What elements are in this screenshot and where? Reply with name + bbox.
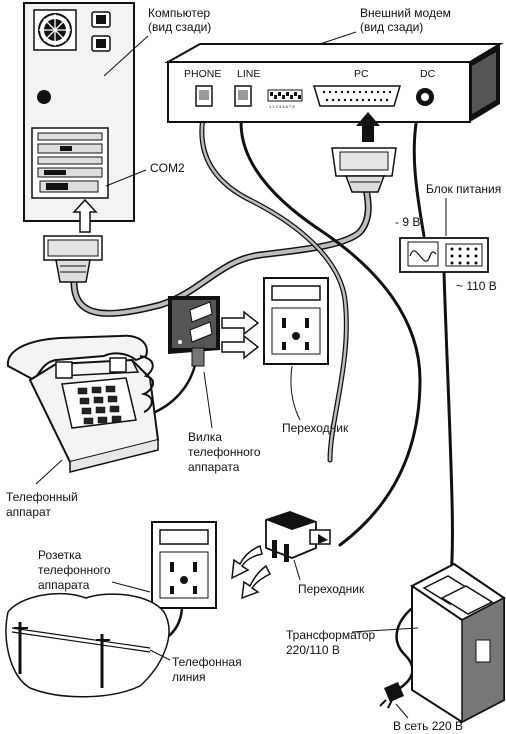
phone-plug: Вилка телефонного аппарата [168, 296, 264, 474]
mains-label: В сеть 220 В [393, 719, 463, 733]
power-supply: Блок питания - 9 В ~ 110 В [395, 182, 501, 293]
arrow-left-icon [231, 544, 263, 580]
mains-cord [395, 603, 418, 692]
transformer-label-line-2: 220/110 В [286, 643, 340, 657]
modem-label: Внешний модем (вид сзади) [360, 6, 454, 34]
line-cable [239, 110, 422, 547]
phone-plug-label-line-1: Вилка [188, 430, 222, 444]
adapter-plug: Переходник [265, 511, 365, 596]
adapter-top: Переходник [263, 277, 349, 435]
power-supply-label: Блок питания [426, 182, 501, 196]
arrow-up-icon [72, 198, 98, 233]
db25-plug-computer [43, 235, 103, 283]
com2-port [39, 180, 99, 193]
telephone: Телефонный аппарат [6, 334, 160, 519]
phone-socket: Розетка телефонного аппарата [38, 521, 217, 609]
pc-port-label: PC [354, 68, 369, 80]
com2-label: COM2 [150, 161, 185, 175]
phone-line-poles: Телефонная линия [5, 592, 245, 698]
ac-110v-label: ~ 110 В [456, 279, 497, 293]
dip-numbers: 1 2 3 4 5 6 7 8 [269, 104, 295, 109]
arrow-right-icon [221, 334, 260, 360]
computer-label-line-2: (вид сзади) [148, 20, 211, 34]
line-port-label: LINE [237, 68, 260, 80]
telephone-label-line-2: аппарат [6, 505, 51, 519]
pc-port [312, 85, 402, 107]
phone-port-label: PHONE [184, 68, 221, 80]
round-port-icon [37, 90, 51, 104]
telephone-label: Телефонный аппарат [6, 490, 81, 519]
phone-socket-label: Розетка телефонного аппарата [38, 548, 114, 592]
modem-label-line-1: Внешний модем [360, 6, 451, 20]
sine-wave-icon [409, 250, 437, 262]
dc-port-label: DC [420, 68, 436, 80]
adapter-top-label: Переходник [282, 421, 349, 435]
phone-socket-label-line-3: аппарата [38, 578, 90, 592]
cables [70, 109, 454, 692]
phone-line-label-line-1: Телефонная [172, 655, 242, 669]
modem-label-line-2: (вид сзади) [360, 20, 423, 34]
phone-plug-label-line-3: аппарата [188, 460, 240, 474]
arrow-left-icon [241, 564, 272, 600]
computer-rear: Компьютер (вид сзади) COM2 [23, 2, 213, 233]
mains-plug: В сеть 220 В [379, 682, 463, 733]
computer-label-line-1: Компьютер [148, 6, 210, 20]
phone-socket-label-line-1: Розетка [38, 548, 82, 562]
transformer: Трансформатор 220/110 В [286, 562, 506, 724]
dip-switches: 1 2 3 4 5 6 7 8 [267, 89, 303, 109]
power-cable [442, 270, 454, 587]
fan-icon [33, 9, 77, 51]
dc-cable [412, 110, 426, 238]
phone-line-label-line-2: линия [172, 670, 206, 684]
telephone-label-line-1: Телефонный [6, 490, 78, 504]
transformer-label-line-1: Трансформатор [286, 628, 376, 642]
db25-plug-modem [331, 147, 397, 193]
phone-plug-label-line-2: телефонного [188, 445, 261, 459]
phone-socket-label-line-2: телефонного [38, 563, 111, 577]
computer-label: Компьютер (вид сзади) [148, 6, 213, 34]
arrow-up-icon [356, 112, 380, 142]
coiled-cord [139, 355, 155, 413]
phone-plug-label: Вилка телефонного аппарата [188, 430, 264, 474]
phone-line-label: Телефонная линия [172, 655, 245, 684]
transformer-label: Трансформатор 220/110 В [286, 628, 379, 657]
adapter-bottom-label: Переходник [298, 582, 365, 596]
arrow-right-icon [221, 310, 260, 336]
telephone-cord [146, 363, 197, 417]
minus-9v-label: - 9 В [395, 215, 420, 229]
external-modem: Внешний модем (вид сзади) PHONE LINE PC … [164, 6, 504, 142]
